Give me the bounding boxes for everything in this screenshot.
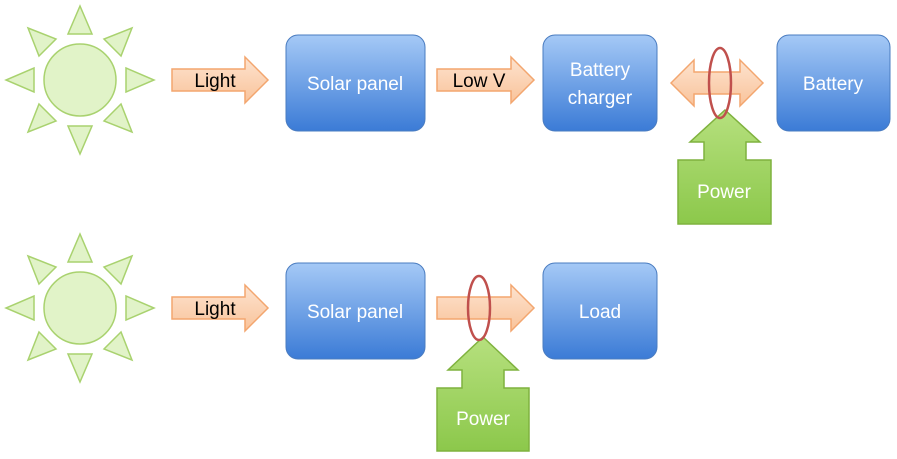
light-arrow-label-top: Light xyxy=(194,71,236,92)
battery-charger-box: Battery charger xyxy=(542,34,658,132)
battery-label: Battery xyxy=(803,74,864,95)
solar-panel-label-top: Solar panel xyxy=(307,74,403,95)
power-box-bottom: Power xyxy=(436,335,530,452)
load-label: Load xyxy=(579,302,621,323)
solar-panel-box-bottom: Solar panel xyxy=(285,262,426,360)
power-label-top: Power xyxy=(697,182,752,203)
light-arrow-label-bottom: Light xyxy=(194,299,236,320)
power-label-bottom: Power xyxy=(456,409,511,430)
light-arrow-top: Light xyxy=(171,55,270,105)
solar-panel-box-top: Solar panel xyxy=(285,34,426,132)
output-arrow-bottom xyxy=(436,283,536,333)
battery-box: Battery xyxy=(776,34,891,132)
battery-charger-label-line2: charger xyxy=(568,88,633,109)
current-ring-top xyxy=(707,46,733,120)
solar-panel-label-bottom: Solar panel xyxy=(307,302,403,323)
light-arrow-bottom: Light xyxy=(171,283,270,333)
sun-icon-bottom xyxy=(5,233,155,383)
sun-icon-top xyxy=(5,5,155,155)
battery-charger-label-line1: Battery xyxy=(570,60,631,81)
low-v-arrow: Low V xyxy=(436,55,536,105)
current-ring-bottom xyxy=(466,274,492,342)
load-box: Load xyxy=(542,262,658,360)
low-v-label: Low V xyxy=(453,71,506,92)
double-arrow xyxy=(669,58,765,108)
power-box-top: Power xyxy=(677,108,772,225)
